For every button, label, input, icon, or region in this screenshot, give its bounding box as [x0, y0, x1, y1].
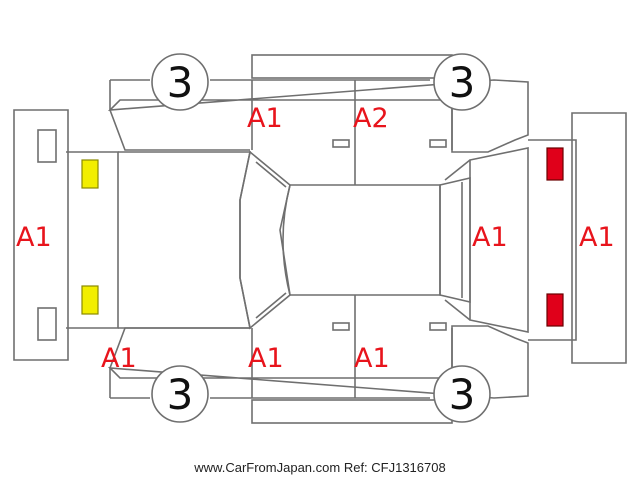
front-right-tire: 3: [151, 365, 209, 423]
damage-code-rear-bumper: A1: [579, 222, 615, 253]
reference-footer: www.CarFromJapan.com Ref: CFJ1316708: [193, 460, 445, 475]
tire-label: 3: [449, 370, 476, 419]
tire-label: 3: [167, 370, 194, 419]
front-right-headlamp-marker: [81, 285, 99, 315]
damage-code-front-bumper: A1: [16, 222, 52, 253]
rear-bumper-panel: [571, 112, 627, 364]
damage-code-front-left-door: A1: [247, 103, 283, 134]
damage-code-rear-left-door: A2: [353, 103, 389, 134]
front-left-tire: 3: [151, 53, 209, 111]
front-left-headlamp-marker: [81, 159, 99, 189]
tire-label: 3: [167, 58, 194, 107]
rear-right-taillamp-marker: [546, 293, 564, 327]
damage-code-front-right-door: A1: [248, 343, 284, 374]
damage-code-rear-window: A1: [472, 222, 508, 253]
rear-left-tire: 3: [433, 53, 491, 111]
right-side-sill: [251, 399, 453, 424]
top-view-body: [66, 139, 577, 341]
rear-right-tire: 3: [433, 365, 491, 423]
front-bumper-panel: [13, 109, 69, 361]
tire-label: 3: [449, 58, 476, 107]
damage-code-front-left-corner: A1: [101, 343, 137, 374]
left-side-sill: [251, 54, 453, 79]
damage-code-rear-right-door: A1: [354, 343, 390, 374]
rear-left-taillamp-marker: [546, 147, 564, 181]
right-body-side: [107, 295, 529, 399]
